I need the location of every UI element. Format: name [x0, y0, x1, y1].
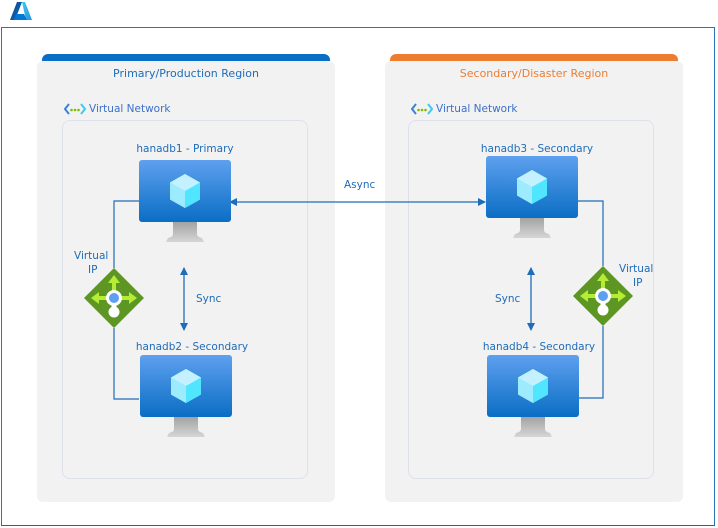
vm-label-hanadb3: hanadb3 - Secondary: [480, 143, 594, 155]
vm-hanadb1[interactable]: [139, 160, 231, 242]
primary-sync-label: Sync: [196, 293, 222, 305]
virtual-network-icon: [411, 103, 433, 115]
async-label: Async: [338, 179, 382, 191]
secondary-virtual-ip-icon[interactable]: [572, 265, 634, 327]
vnet-label-text: Virtual Network: [89, 103, 171, 115]
diagram-frame: [1, 27, 715, 526]
primary-vnet-box: [62, 120, 308, 479]
vnet-label-text: Virtual Network: [436, 103, 518, 115]
primary-region-accent-bar: [42, 54, 330, 62]
secondary-vip-connector-bottom: [577, 326, 604, 399]
primary-vip-connector-bottom: [113, 328, 139, 400]
vm-hanadb4[interactable]: [487, 355, 579, 437]
vm-hanadb3[interactable]: [486, 156, 578, 238]
vm-label-hanadb2: hanadb2 - Secondary: [135, 341, 249, 353]
secondary-vip-connector-top: [576, 200, 604, 266]
azure-logo-icon: [10, 2, 32, 20]
primary-vip-label-line2: IP: [88, 264, 98, 276]
primary-virtual-ip-icon[interactable]: [83, 267, 145, 329]
secondary-vnet-box: [408, 120, 654, 479]
virtual-machine-icon: [486, 156, 578, 238]
secondary-region-title: Secondary/Disaster Region: [459, 67, 609, 80]
virtual-machine-icon: [487, 355, 579, 437]
load-balancer-icon: [573, 266, 633, 326]
vm-label-hanadb4: hanadb4 - Secondary: [482, 341, 596, 353]
primary-vip-label-line1: Virtual: [74, 250, 109, 262]
primary-region-title: Primary/Production Region: [113, 67, 259, 80]
secondary-sync-label: Sync: [495, 293, 521, 305]
secondary-vip-label-line1: Virtual: [619, 263, 654, 275]
virtual-network-icon: [64, 103, 86, 115]
virtual-machine-icon: [139, 160, 231, 242]
secondary-region-accent-bar: [390, 54, 678, 62]
primary-vip-connector-top: [113, 200, 139, 268]
secondary-vip-label-line2: IP: [633, 277, 643, 289]
load-balancer-icon: [84, 268, 144, 328]
vm-label-hanadb1: hanadb1 - Primary: [136, 143, 234, 155]
secondary-vnet-label: Virtual Network: [411, 103, 518, 115]
primary-vnet-label: Virtual Network: [64, 103, 171, 115]
virtual-machine-icon: [140, 355, 232, 437]
vm-hanadb2[interactable]: [140, 355, 232, 437]
